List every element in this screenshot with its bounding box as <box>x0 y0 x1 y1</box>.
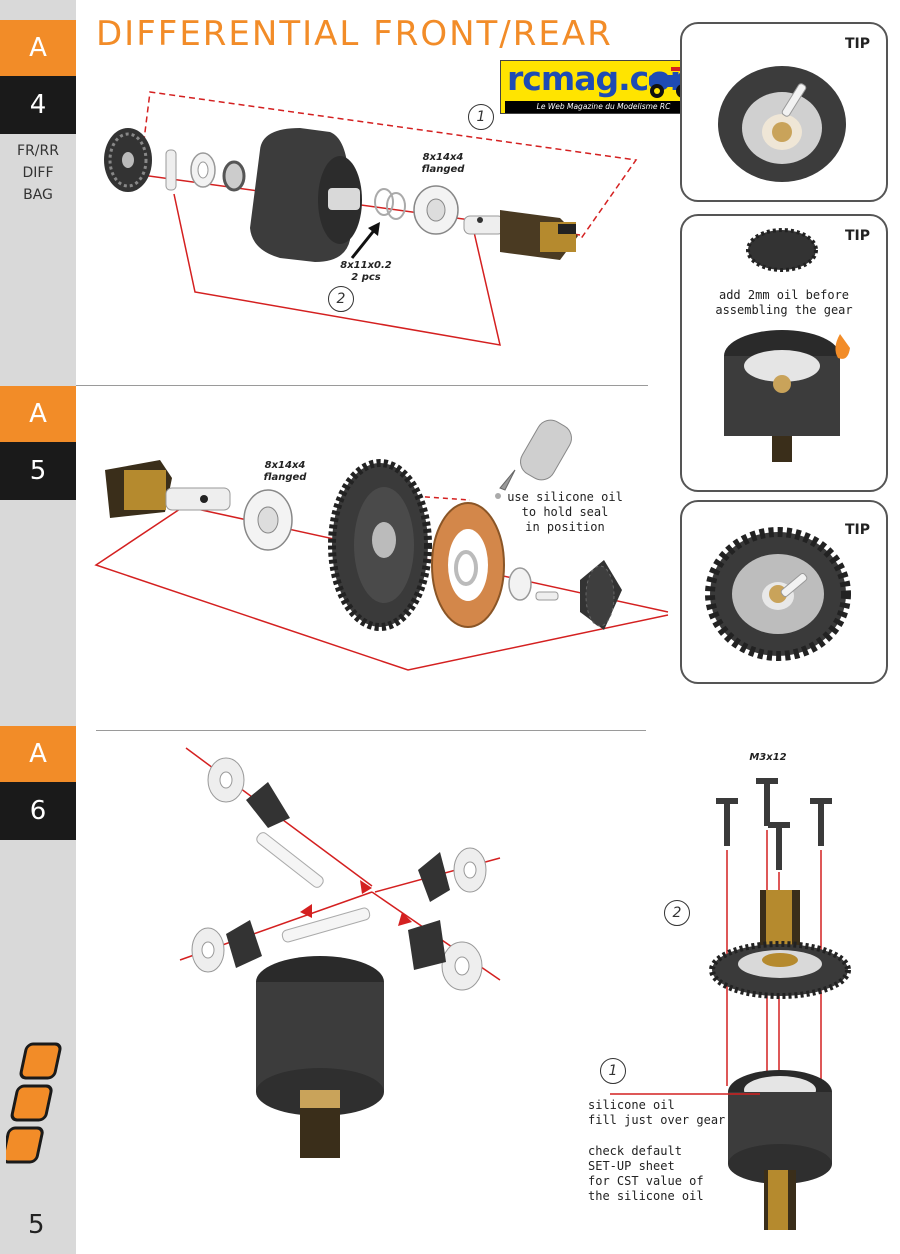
cross-pin <box>165 149 177 191</box>
fill-note-line-2: fill just over gear <box>588 1113 726 1127</box>
step-letter-a5: A <box>0 386 76 442</box>
tip-label-3: TIP <box>844 522 870 538</box>
tip1-diagram <box>718 66 846 182</box>
spider-gear-b <box>418 852 450 902</box>
small-bevel-gear <box>104 128 152 192</box>
shim-qty: 2 pcs <box>351 272 381 283</box>
m3-screws <box>716 778 832 870</box>
setup-note-line-4: the silicone oil <box>588 1189 704 1203</box>
guide-line-3 <box>94 504 669 671</box>
washer-5 <box>508 567 532 601</box>
tip2-diagram <box>724 228 850 462</box>
tip2-note-line-2: assembling the gear <box>715 303 853 317</box>
setup-note-line-2: SET-UP sheet <box>588 1159 675 1173</box>
step6-callout-1: 1 <box>600 1058 626 1084</box>
oil-note-line-2: to hold seal <box>521 505 609 519</box>
bearing-type: flanged <box>421 164 465 175</box>
step-letter-a4: A <box>0 20 76 76</box>
bag-line-2: DIFF <box>22 165 54 181</box>
diff-case-closed <box>728 1070 832 1230</box>
guide-line-1 <box>139 91 638 241</box>
spider-gear-c <box>226 920 262 968</box>
step5-bearing-label: 8x14x4 flanged <box>252 460 318 484</box>
spider-gear-a <box>246 782 290 828</box>
oil-bottle-icon <box>495 419 572 499</box>
page-title: DIFFERENTIAL FRONT/REAR <box>96 14 613 54</box>
fill-note-line-1: silicone oil <box>588 1098 675 1112</box>
logo-tagline: Le Web Magazine du Modelisme RC <box>505 101 702 113</box>
oil-note-line-1: use silicone oil <box>507 490 623 504</box>
outdrive-cup-5 <box>105 460 231 518</box>
step4-illustration <box>104 91 638 346</box>
screw-label: M3x12 <box>749 752 787 763</box>
bevel-gear-5 <box>580 560 622 630</box>
cross-shaft-b <box>281 907 371 943</box>
tip-box-2: TIP add 2mm oil before assembling the ge… <box>680 214 888 492</box>
bag-line-1: FR/RR <box>17 143 59 159</box>
spider-gear-d <box>408 920 446 970</box>
tip3-diagram <box>705 527 851 661</box>
bag-label: FR/RR DIFF BAG <box>0 140 76 206</box>
diff-case <box>250 128 362 262</box>
step5-oil-note: use silicone oil to hold seal in positio… <box>505 490 625 535</box>
shim-size: 8x11x0.2 <box>340 260 392 271</box>
step6-setup-note: check default SET-UP sheet for CST value… <box>588 1144 728 1204</box>
step4-callout-1: 1 <box>468 104 494 130</box>
step6-fill-note: silicone oil fill just over gear <box>588 1098 728 1128</box>
shim-arrow <box>350 227 378 259</box>
shim <box>374 188 394 216</box>
setup-note-line-3: for CST value of <box>588 1174 704 1188</box>
section-divider-1 <box>76 385 648 386</box>
step4-shim-label: 8x11x0.2 2 pcs <box>334 260 398 284</box>
page-number: 5 <box>28 1210 45 1240</box>
step4-callout-2: 2 <box>328 286 354 312</box>
step-letter-a6: A <box>0 726 76 782</box>
bearing-size-5: 8x14x4 <box>264 460 306 471</box>
tip2-note: add 2mm oil before assembling the gear <box>702 288 866 318</box>
gasket-seal <box>431 502 505 628</box>
step5-illustration <box>94 419 669 671</box>
outdrive-cup <box>463 210 578 260</box>
step-number-6: 6 <box>0 782 76 840</box>
tip-box-1: TIP <box>680 22 888 202</box>
step6-callout-2: 2 <box>664 900 690 926</box>
pin-5 <box>535 591 559 601</box>
brand-emblem <box>6 1042 62 1164</box>
diff-case-open <box>256 956 384 1158</box>
bearing-type-5: flanged <box>263 472 307 483</box>
step-number-4: 4 <box>0 76 76 134</box>
bag-line-3: BAG <box>23 187 53 203</box>
step-number-5: 5 <box>0 442 76 500</box>
o-ring <box>222 160 246 192</box>
ring-gear-assembly <box>709 890 851 999</box>
guide-line-2 <box>173 193 501 346</box>
bearing-size: 8x14x4 <box>422 152 464 163</box>
step4-bearing-label: 8x14x4 flanged <box>410 152 476 176</box>
tip2-note-line-1: add 2mm oil before <box>718 288 850 302</box>
tip-label-2: TIP <box>844 228 870 244</box>
setup-note-line-1: check default <box>588 1144 682 1158</box>
tip-label-1: TIP <box>844 36 870 52</box>
oil-note-line-3: in position <box>525 520 605 534</box>
ring-gear <box>328 459 432 631</box>
section-divider-2 <box>96 730 646 731</box>
tip-box-3: TIP <box>680 500 888 684</box>
cross-shaft-a <box>256 832 324 888</box>
